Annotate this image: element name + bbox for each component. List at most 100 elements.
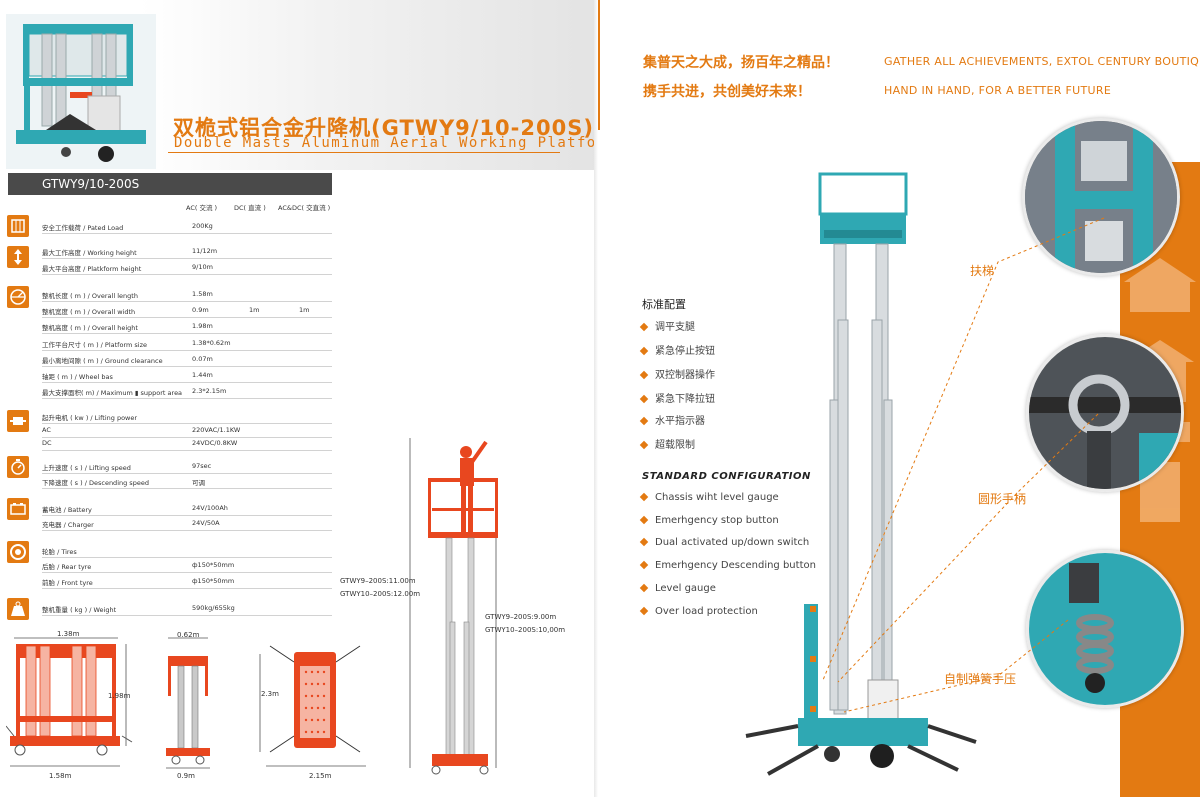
spec-row: AC 220VAC/1.1KW	[42, 422, 332, 438]
spring-detail-circle	[1026, 550, 1184, 708]
spec-value: 24V/100Ah	[192, 504, 228, 512]
spec-value: 200Kg	[192, 222, 213, 230]
working-height-gtwy9: GTWY9–200S:11.00m	[340, 577, 416, 585]
diamond-bullet-icon	[639, 346, 649, 356]
motor-icon	[7, 410, 29, 432]
spec-label: 后胎 / Rear tyre	[42, 563, 92, 571]
diamond-bullet-icon	[639, 560, 649, 570]
column-header-ac: AC( 交流 )	[186, 204, 218, 212]
tire-icon	[7, 541, 29, 563]
battery-icon	[7, 498, 29, 520]
diamond-bullet-icon	[639, 537, 649, 547]
spec-value: 1.44m	[192, 371, 213, 379]
spec-row: 轴距 ( m ) / Wheel bas 1.44m	[42, 367, 332, 383]
spec-row: 整机长度 ( m ) / Overall length 1.58m	[42, 286, 332, 302]
diamond-bullet-icon	[639, 416, 649, 426]
config-item-en: Emerhgency stop button	[639, 515, 779, 526]
config-item-text: 水平指示器	[655, 416, 705, 427]
spec-value: 220VAC/1.1KW	[192, 426, 241, 434]
slogan-en-2: HAND IN HAND, FOR A BETTER FUTURE	[884, 84, 1112, 97]
spec-value: 1m	[249, 306, 260, 314]
speed-icon	[7, 456, 29, 478]
spec-value: ф150*50mm	[192, 577, 235, 585]
spec-label: 最大支撑面积( m) / Maximum ▮ support area	[42, 389, 183, 397]
main-machine-photo	[745, 172, 977, 776]
config-item-cn: 水平指示器	[639, 412, 705, 427]
config-item-text: Over load protection	[655, 606, 758, 617]
config-item-text: Emerhgency Descending button	[655, 560, 816, 571]
spec-label: 整机宽度 ( m ) / Overall width	[42, 308, 136, 316]
load-icon	[7, 215, 29, 237]
side-bottom-dimension: 1.58m	[49, 772, 72, 780]
config-item-text: 紧急下降拉钮	[655, 394, 715, 405]
diamond-bullet-icon	[639, 394, 649, 404]
spec-value: 1m	[299, 306, 310, 314]
ladder-detail-circle	[1022, 118, 1180, 276]
spec-value: 1.58m	[192, 290, 213, 298]
outrigger-height-dimension: 2.3m	[261, 690, 279, 698]
spec-row: 最小离地间隙 ( m ) / Ground clearance 0.07m	[42, 351, 332, 367]
column-header-dc: DC( 直流 )	[234, 204, 266, 212]
diamond-bullet-icon	[639, 606, 649, 616]
product-photo	[6, 14, 156, 169]
spec-row: 轮胎 / Tires	[42, 542, 332, 558]
top-decor-strip	[598, 0, 600, 130]
spec-row: 下降速度 ( s ) / Descending speed 可调	[42, 473, 332, 489]
right-page: 集普天之大成，扬百年之精品！ 携手共进，共创美好未来！ GATHER ALL A…	[598, 0, 1200, 797]
spec-value: 1.98m	[192, 322, 213, 330]
weight-icon	[7, 598, 29, 620]
callout-leaders	[822, 217, 1105, 713]
spec-label: 安全工作载荷 / Pated Load	[42, 224, 124, 232]
column-header-acdc: AC&DC( 交直流 )	[278, 204, 331, 212]
config-item-text: 双控制器操作	[655, 370, 715, 381]
header-gradient	[140, 0, 598, 170]
diamond-bullet-icon	[639, 370, 649, 380]
spec-value: 590kg/655kg	[192, 604, 235, 612]
front-top-dimension: 0.62m	[177, 631, 200, 639]
config-item-en: Level gauge	[639, 583, 716, 594]
spec-value: 1.38*0.62m	[192, 339, 231, 347]
outrigger-width-dimension: 2.15m	[309, 772, 332, 780]
config-title-cn: 标准配置	[642, 298, 686, 311]
slogan-cn-2: 携手共进，共创美好未来！	[643, 84, 811, 100]
config-item-en: Chassis wiht level gauge	[639, 492, 779, 503]
config-item-en: Over load protection	[639, 606, 758, 617]
spec-value: 可调	[192, 479, 205, 487]
page-title-cn: 双桅式铝合金升降机(GTWY9/10-200S)	[173, 116, 594, 140]
height-icon	[7, 246, 29, 268]
spec-value: 97sec	[192, 462, 212, 470]
spec-label: 下降速度 ( s ) / Descending speed	[42, 479, 149, 487]
side-view-drawing	[6, 637, 133, 767]
dimension-icon	[7, 286, 29, 308]
side-height-dimension: 1.98m	[108, 692, 131, 700]
spec-row: 充电器 / Charger 24V/50A	[42, 515, 332, 531]
spec-label: 整机长度 ( m ) / Overall length	[42, 292, 138, 300]
spec-label: 轮胎 / Tires	[42, 548, 77, 556]
page-title-en: Double Masts Aluminum Aerial Working Pla…	[174, 135, 598, 151]
model-header-bar: GTWY9/10-200S	[8, 173, 332, 195]
spec-label: 轴距 ( m ) / Wheel bas	[42, 373, 113, 381]
spec-value: 24VDC/0.8KW	[192, 439, 238, 447]
front-bottom-dimension: 0.9m	[177, 772, 195, 780]
outrigger-top-drawing	[259, 645, 366, 767]
extended-height-drawing	[409, 438, 498, 775]
front-view-drawing	[166, 637, 210, 769]
spec-value: 24V/50A	[192, 519, 220, 527]
config-item-cn: 双控制器操作	[639, 366, 715, 381]
spec-label: AC	[42, 426, 51, 434]
spec-label: 充电器 / Charger	[42, 521, 94, 529]
spec-label: 最小离地间隙 ( m ) / Ground clearance	[42, 357, 163, 365]
spec-value: 0.07m	[192, 355, 213, 363]
config-item-text: Emerhgency stop button	[655, 515, 779, 526]
spec-row: 前胎 / Front tyre ф150*50mm	[42, 573, 332, 589]
diamond-bullet-icon	[639, 583, 649, 593]
title-underline	[168, 152, 560, 153]
spec-label: 前胎 / Front tyre	[42, 579, 93, 587]
